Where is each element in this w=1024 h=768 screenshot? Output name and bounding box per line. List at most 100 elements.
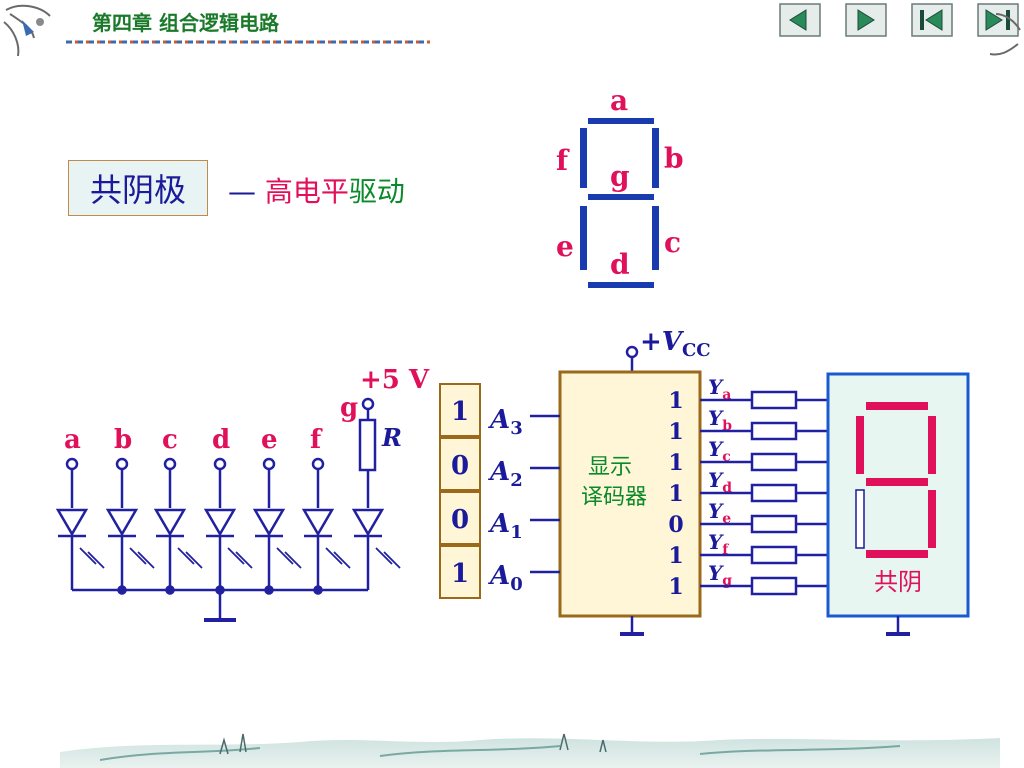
input-pin-label: A0 (487, 561, 523, 595)
input-box-frame (439, 437, 481, 491)
decoder-output-row: 1 Yf (668, 530, 828, 569)
common-cathode-label: 共阴极 (68, 160, 208, 216)
output-label: Ya (708, 375, 731, 403)
nav-first-button[interactable] (911, 3, 953, 37)
nav-prev-button[interactable] (779, 3, 821, 37)
diode-branch (55, 457, 105, 590)
output-name: Y (708, 561, 724, 585)
led-label: a (64, 425, 81, 455)
nav-next-button[interactable] (845, 3, 887, 37)
resistor-label: R (381, 423, 402, 452)
input-pin-name: A (487, 561, 510, 591)
diode-icon (55, 508, 89, 537)
led-label: e (261, 425, 278, 455)
light-arrow-icon (333, 551, 351, 569)
diode-icon (301, 508, 335, 537)
output-value: 1 (668, 450, 683, 476)
decoder-output-row: 1 Yc (668, 437, 828, 476)
decoder-output-row: 1Ya (668, 375, 828, 414)
output-resistor (750, 576, 798, 596)
decoder-input-pin: A1 (487, 509, 560, 543)
light-arrow-icon (177, 547, 195, 565)
input-value: 0 (451, 505, 469, 535)
input-value: 1 (451, 397, 469, 427)
drive-description: — 高电平驱动 (228, 170, 405, 210)
output-name: Y (708, 530, 724, 554)
segment-b (652, 128, 659, 188)
input-value: 1 (451, 559, 469, 589)
input-pin-name: A (487, 405, 510, 435)
light-arrow-icon (276, 547, 294, 565)
vcc-label: +VCC (640, 327, 711, 361)
output-label: Yc (708, 437, 731, 465)
output-resistor (750, 514, 798, 534)
input-pin-sub: 0 (510, 574, 523, 595)
segment-g (588, 194, 654, 200)
segment-label-c: c (664, 226, 681, 259)
output-name: Y (708, 499, 724, 523)
diode-branch (203, 457, 253, 595)
led-input-terminal (163, 457, 177, 471)
led-label: f (310, 425, 323, 455)
light-arrow-icon (137, 551, 155, 569)
led-label: b (114, 425, 132, 455)
display-frame (826, 372, 970, 618)
led-label: d (212, 425, 230, 455)
led-input-terminal (311, 457, 325, 471)
seven-segment-display: 共阴 (826, 372, 970, 636)
supply-label: +5 V (360, 365, 430, 395)
input-value-box: 1 (439, 383, 481, 437)
output-resistor (750, 421, 798, 441)
led-label-g: g (340, 393, 358, 423)
light-arrow-icon (227, 547, 245, 565)
output-label: Yd (708, 468, 732, 496)
output-name: Y (708, 468, 724, 492)
skip-first-icon (925, 9, 943, 31)
diode-icon (153, 508, 187, 537)
segment-diagram: a b c d e f g (556, 84, 684, 288)
input-value: 0 (451, 451, 469, 481)
input-pin-label: A2 (487, 457, 523, 491)
display-seg-d (866, 550, 928, 558)
input-box-frame (439, 491, 481, 545)
skip-last-bar (1006, 10, 1010, 30)
display-seg-b (928, 416, 936, 474)
led-label: c (162, 425, 178, 455)
diode-branch (351, 508, 401, 590)
corner-ornament-right-icon (989, 13, 1021, 56)
decoder-input-pin: A3 (487, 405, 560, 439)
output-name: Y (708, 437, 724, 461)
decoder-input-pin: A0 (487, 561, 560, 595)
output-value: 1 (668, 543, 683, 569)
light-arrow-icon (87, 551, 105, 569)
output-label: Yf (708, 530, 729, 558)
triangle-right-icon (857, 9, 875, 31)
display-seg-c (928, 490, 936, 548)
output-sub: c (722, 449, 731, 465)
vcc-terminal (625, 345, 639, 359)
output-resistor (750, 483, 798, 503)
output-label: Yb (708, 406, 732, 434)
segment-c (652, 206, 659, 270)
input-pin-label: A3 (487, 405, 523, 439)
input-boxes: 1 0 0 1 (439, 383, 481, 599)
segment-label-d: d (610, 248, 630, 281)
led-input-terminal (65, 457, 79, 471)
decoder-output-row: 1Yg (668, 561, 828, 600)
diode-branch (301, 457, 351, 595)
nav-last-button[interactable] (977, 3, 1019, 37)
header: 第四章 组合逻辑电路 (3, 3, 1021, 57)
output-value: 0 (668, 512, 683, 538)
output-sub: f (722, 542, 729, 558)
output-value: 1 (668, 574, 683, 600)
segment-e (580, 206, 587, 270)
output-resistor (750, 545, 798, 565)
output-sub: d (722, 480, 732, 496)
corner-ornament-left-icon (3, 4, 51, 57)
light-arrow-icon (325, 547, 343, 565)
input-value-box: 0 (439, 491, 481, 545)
input-box-frame (439, 383, 481, 437)
input-value-box: 0 (439, 437, 481, 491)
skip-first-bar (920, 10, 924, 30)
